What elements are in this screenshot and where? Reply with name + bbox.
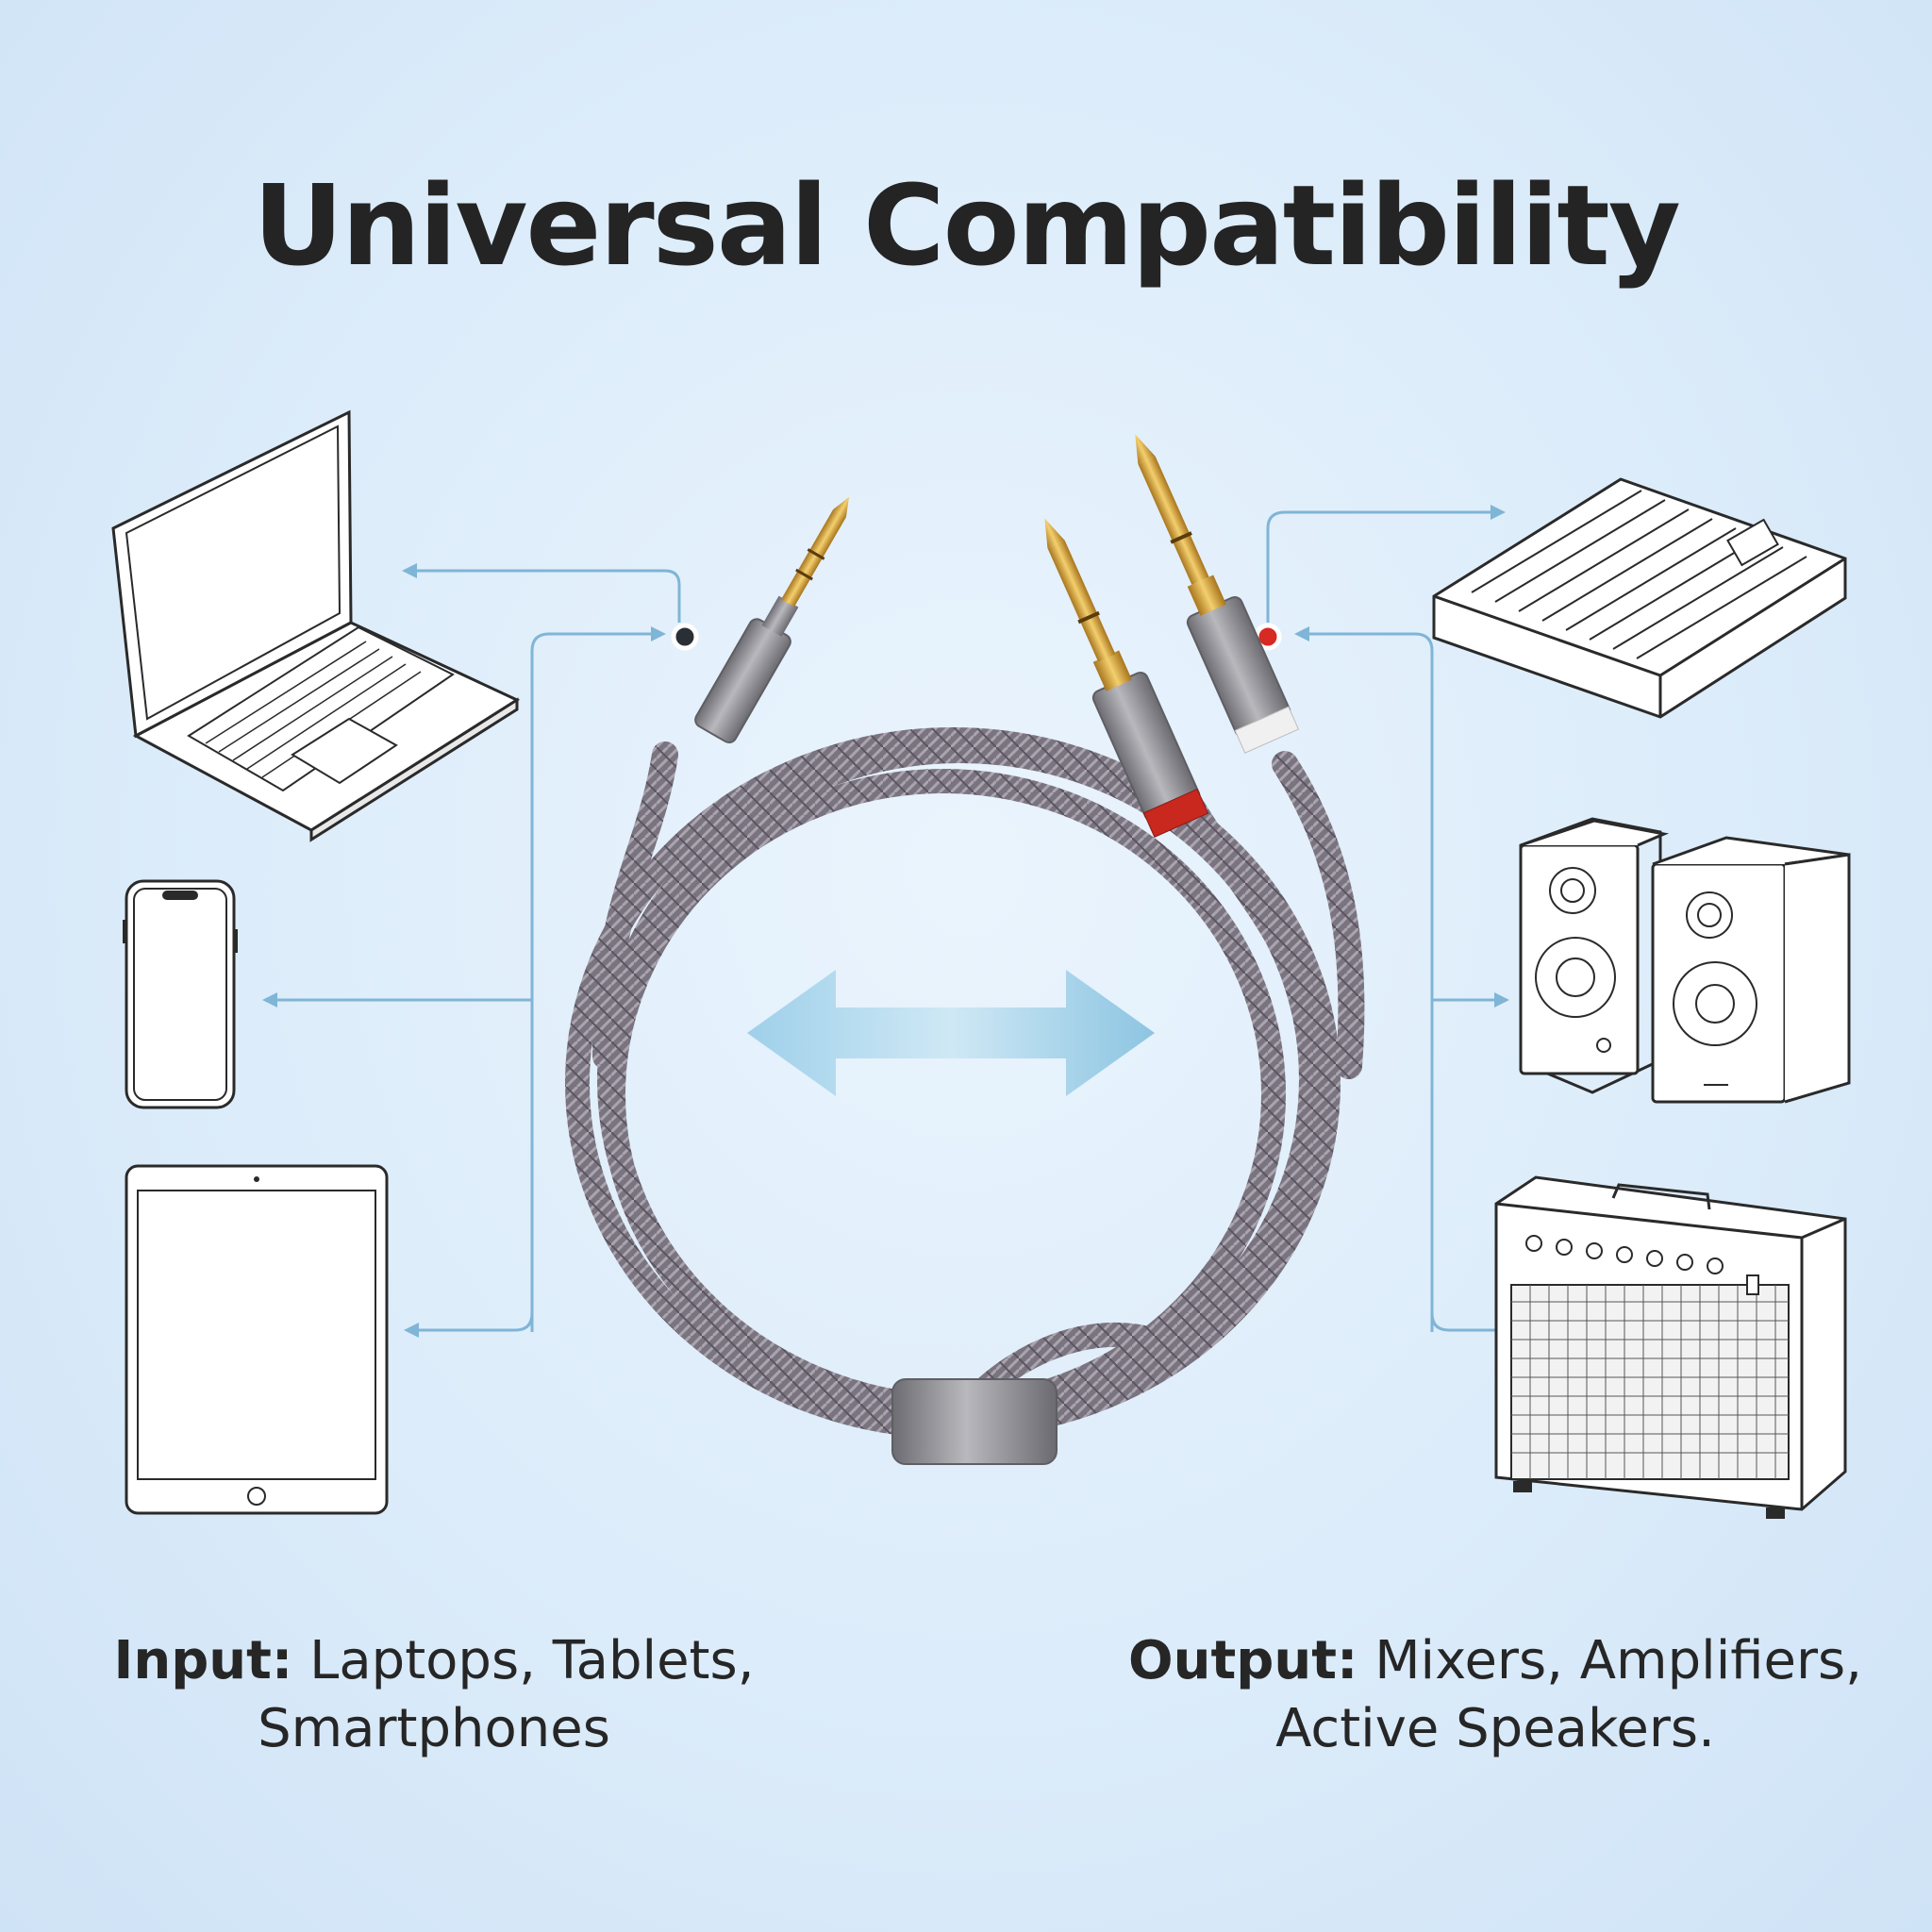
double-headed-arrow-icon	[747, 970, 1155, 1096]
smartphone-icon	[123, 879, 238, 1109]
output-connector-lines	[1266, 505, 1545, 1338]
output-devices-line2: Active Speakers.	[1275, 1698, 1715, 1759]
input-port-dot	[671, 623, 699, 651]
bookshelf-speakers-icon	[1519, 817, 1851, 1104]
laptop-icon	[111, 409, 521, 842]
output-label: Output:	[1128, 1630, 1358, 1691]
input-devices-line1: Laptops, Tablets,	[309, 1630, 755, 1691]
output-caption: Output: Mixers, Amplifiers, Active Speak…	[1094, 1627, 1896, 1763]
page-title: Universal Compatibility	[253, 160, 1681, 291]
input-connector-lines	[262, 563, 681, 1338]
input-label: Input:	[113, 1630, 293, 1691]
input-devices-line2: Smartphones	[258, 1698, 610, 1759]
audio-mixer-icon	[1432, 477, 1847, 719]
input-caption: Input: Laptops, Tablets, Smartphones	[66, 1627, 802, 1763]
guitar-amplifier-icon	[1494, 1175, 1847, 1519]
aux-to-dual-jack-cable-icon	[565, 434, 1365, 1465]
output-devices-line1: Mixers, Amplifiers,	[1374, 1630, 1862, 1691]
tablet-icon	[125, 1164, 389, 1515]
